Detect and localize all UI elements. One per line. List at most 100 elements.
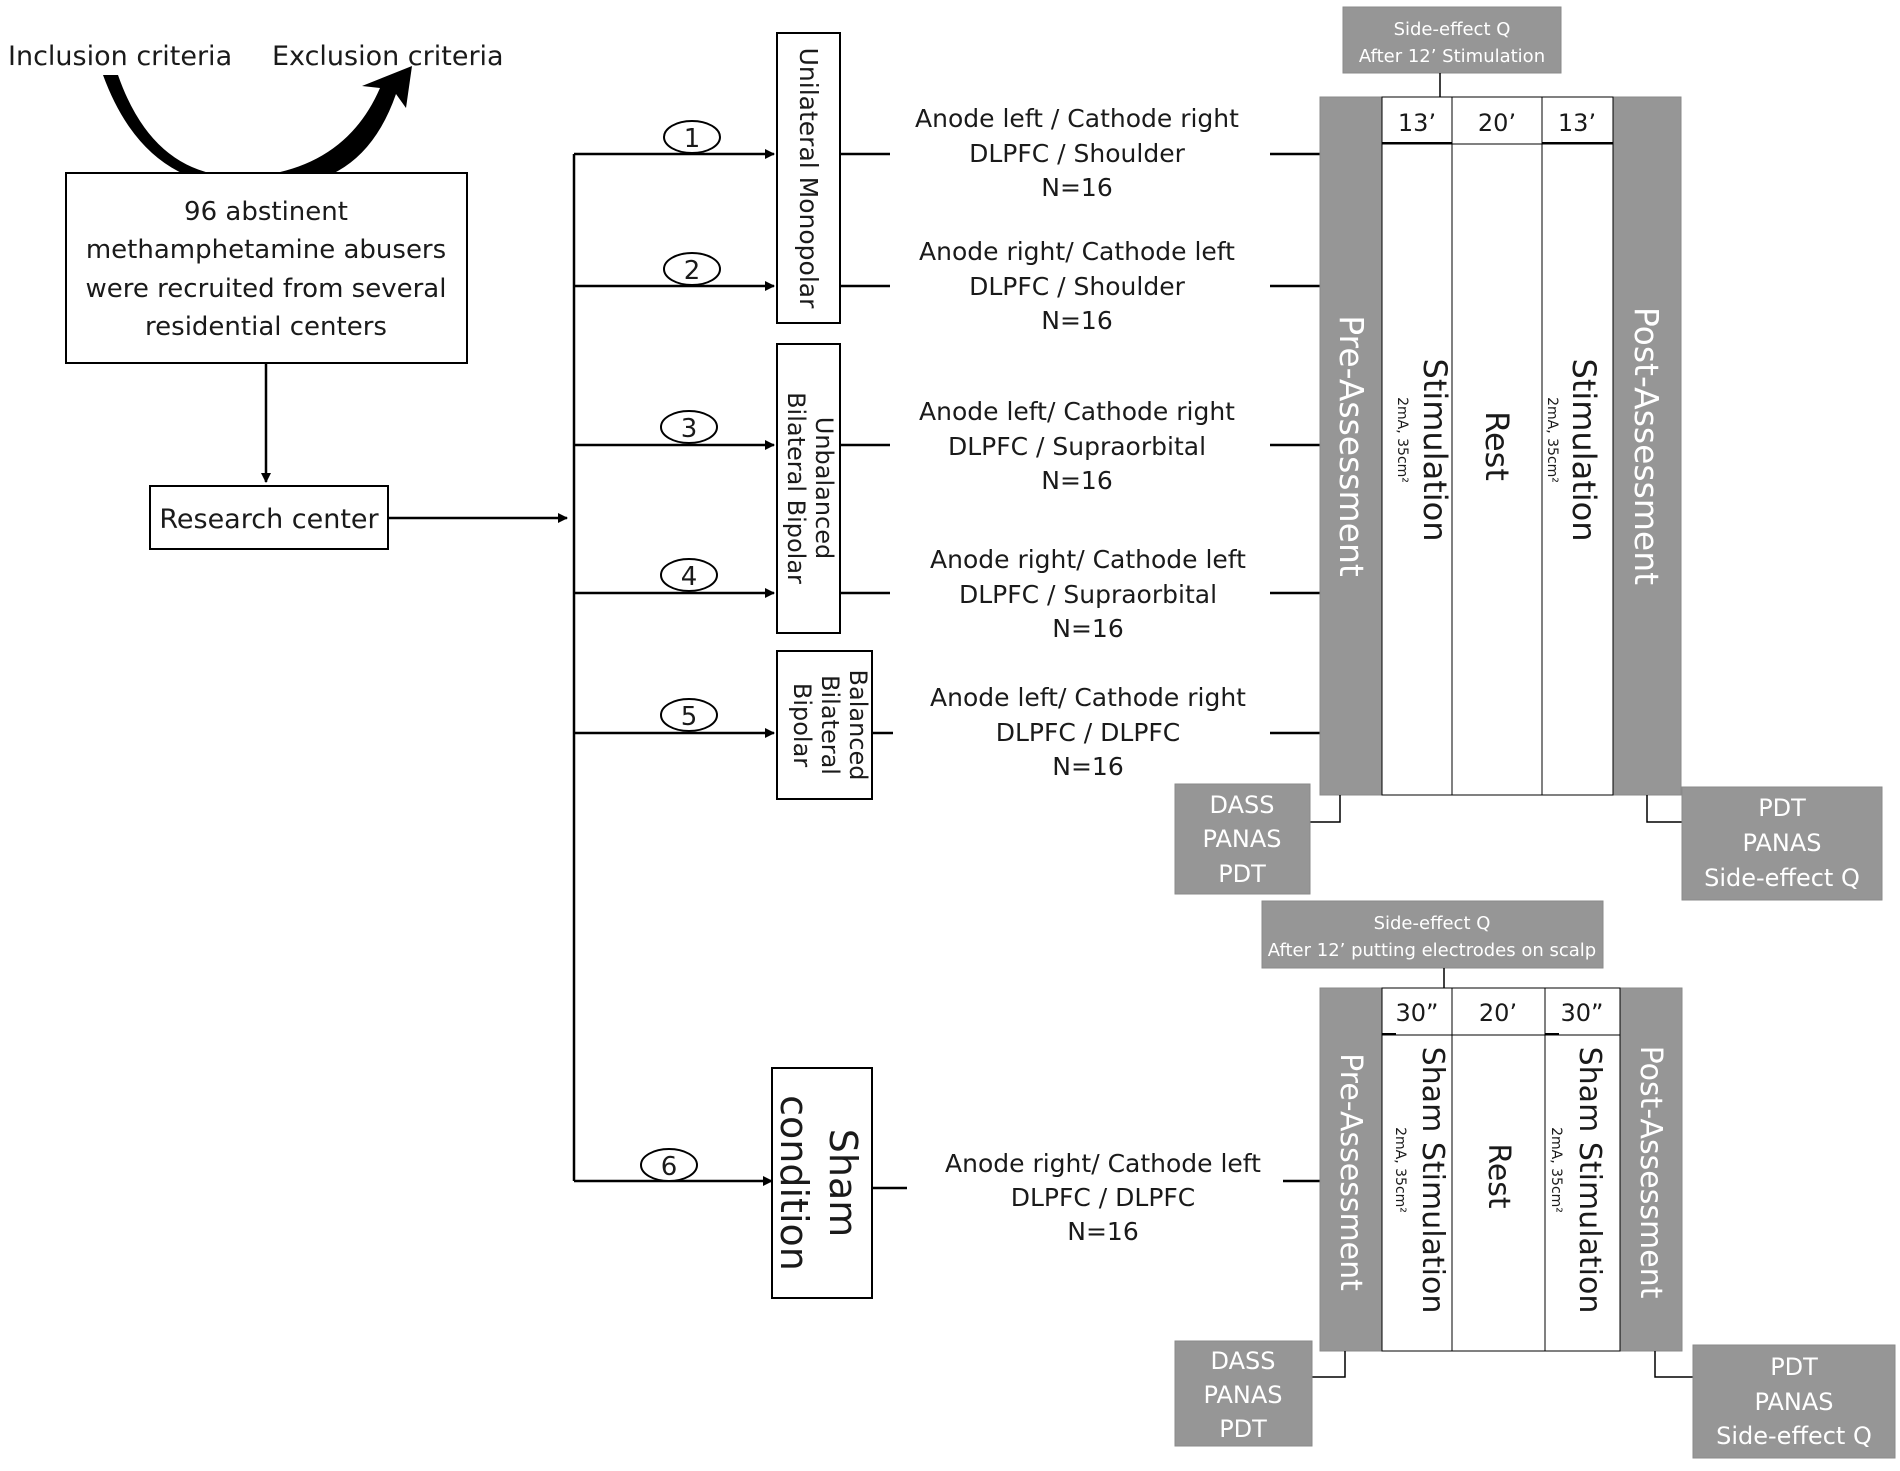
svg-text:20’: 20’ (1478, 109, 1516, 137)
svg-text:Side-effect Q: Side-effect Q (1394, 19, 1511, 40)
svg-text:Unilateral Monopolar: Unilateral Monopolar (794, 48, 823, 309)
svg-text:condition: condition (772, 1095, 816, 1271)
recruitment-line-1: 96 abstinent (184, 197, 348, 227)
active-side-effect-box: Side-effect Q After 12’ Stimulation (1342, 6, 1562, 74)
svg-text:2: 2 (684, 256, 701, 286)
svg-text:3: 3 (681, 414, 698, 444)
group-description-6: Anode right/ Cathode left DLPFC / DLPFC … (945, 1149, 1261, 1246)
svg-text:Anode right/ Cathode left: Anode right/ Cathode left (930, 545, 1246, 574)
svg-text:PANAS: PANAS (1743, 829, 1822, 857)
svg-text:PDT: PDT (1218, 860, 1266, 888)
svg-text:2mA, 35cm²: 2mA, 35cm² (1544, 397, 1560, 483)
svg-text:After 12’ Stimulation: After 12’ Stimulation (1359, 46, 1545, 67)
group-number-3: 3 (660, 410, 718, 444)
active-post-assessment-bar (1612, 96, 1682, 796)
svg-text:Rest: Rest (1478, 411, 1516, 481)
svg-text:13’: 13’ (1558, 109, 1596, 137)
svg-text:Sham: Sham (821, 1129, 865, 1238)
svg-text:DASS: DASS (1210, 791, 1275, 819)
research-center-box: Research center (149, 485, 389, 550)
svg-text:2mA, 35cm²: 2mA, 35cm² (1548, 1127, 1564, 1213)
active-pre-assessment-bar (1319, 96, 1383, 796)
svg-text:PDT: PDT (1219, 1415, 1267, 1443)
svg-text:Anode left/ Cathode right: Anode left/ Cathode right (930, 683, 1246, 712)
svg-text:N=16: N=16 (1067, 1217, 1138, 1246)
svg-text:Bilateral Bipolar: Bilateral Bipolar (782, 392, 810, 584)
svg-text:PANAS: PANAS (1204, 1381, 1283, 1409)
active-pre-assessment-label: Pre-Assessment (1332, 315, 1371, 577)
sham-stimulation-2 (1544, 1034, 1621, 1352)
sham-pre-measures-box: DASS PANAS PDT (1174, 1340, 1313, 1447)
active-duration-1 (1381, 96, 1453, 145)
svg-text:Side-effect Q: Side-effect Q (1716, 1422, 1872, 1450)
svg-text:20’: 20’ (1479, 999, 1517, 1027)
active-stimulation-2 (1541, 143, 1614, 796)
sham-duration-2 (1451, 987, 1546, 1036)
active-post-assessment-label: Post-Assessment (1627, 307, 1666, 585)
svg-text:30”: 30” (1396, 999, 1439, 1027)
svg-text:PDT: PDT (1770, 1353, 1818, 1381)
svg-text:4: 4 (681, 562, 698, 592)
svg-text:DLPFC / Supraorbital: DLPFC / Supraorbital (948, 432, 1206, 461)
svg-text:N=16: N=16 (1052, 614, 1123, 643)
svg-text:PDT: PDT (1758, 794, 1806, 822)
svg-text:After 12’ putting electrodes o: After 12’ putting electrodes on scalp (1268, 940, 1596, 961)
group-number-5: 5 (660, 698, 718, 732)
group-description-2: Anode right/ Cathode left DLPFC / Should… (919, 237, 1235, 335)
sham-pre-assessment-bar (1319, 987, 1383, 1352)
svg-text:Anode left/ Cathode right: Anode left/ Cathode right (919, 397, 1235, 426)
svg-text:30”: 30” (1561, 999, 1604, 1027)
active-stimulation-1 (1381, 143, 1453, 796)
svg-text:Anode right/ Cathode left: Anode right/ Cathode left (945, 1149, 1261, 1178)
group-number-6: 6 (640, 1148, 698, 1182)
svg-text:N=16: N=16 (1041, 306, 1112, 335)
svg-text:DLPFC / Supraorbital: DLPFC / Supraorbital (959, 580, 1217, 609)
inclusion-criteria-label: Inclusion criteria (8, 41, 232, 72)
recruitment-line-3: were recruited from several (86, 274, 447, 304)
group-description-3: Anode left/ Cathode right DLPFC / Suprao… (919, 397, 1235, 495)
svg-text:DLPFC / DLPFC: DLPFC / DLPFC (1011, 1183, 1196, 1212)
active-protocol: Side-effect Q After 12’ Stimulation Pre-… (1174, 6, 1883, 901)
svg-text:Balanced: Balanced (844, 670, 872, 781)
svg-text:Unbalanced: Unbalanced (810, 417, 838, 560)
sham-post-measures-box: PDT PANAS Side-effect Q (1692, 1344, 1896, 1459)
sham-rest (1451, 1034, 1546, 1352)
montage-box-sham-condition: Sham condition (771, 1067, 873, 1299)
svg-text:Sham Stimulation: Sham Stimulation (1572, 1047, 1607, 1314)
svg-text:N=16: N=16 (1041, 173, 1112, 202)
sham-post-assessment-label: Post-Assessment (1633, 1046, 1668, 1299)
group-description-4: Anode right/ Cathode left DLPFC / Suprao… (930, 545, 1246, 643)
sham-stimulation-1 (1381, 1034, 1453, 1352)
svg-text:DASS: DASS (1211, 1347, 1276, 1375)
recruitment-line-2: methamphetamine abusers (86, 235, 446, 265)
exclusion-criteria-label: Exclusion criteria (272, 41, 504, 72)
svg-text:Side-effect Q: Side-effect Q (1704, 864, 1860, 892)
svg-text:13’: 13’ (1398, 109, 1436, 137)
svg-text:Stimulation: Stimulation (1565, 359, 1603, 542)
svg-text:PANAS: PANAS (1203, 825, 1282, 853)
svg-text:5: 5 (681, 702, 698, 732)
recruitment-box: 96 abstinent methamphetamine abusers wer… (65, 172, 468, 364)
montage-box-unilateral-monopolar: Unilateral Monopolar (776, 32, 841, 324)
sham-duration-3 (1544, 987, 1621, 1036)
svg-text:Bilateral: Bilateral (816, 675, 844, 775)
sham-pre-assessment-label: Pre-Assessment (1333, 1053, 1368, 1291)
svg-text:Anode right/ Cathode left: Anode right/ Cathode left (919, 237, 1235, 266)
group-number-2: 2 (663, 252, 721, 286)
svg-text:N=16: N=16 (1041, 466, 1112, 495)
active-rest (1451, 143, 1543, 796)
svg-text:Rest: Rest (1481, 1143, 1516, 1209)
svg-text:DLPFC / Shoulder: DLPFC / Shoulder (969, 139, 1185, 168)
svg-text:Side-effect Q: Side-effect Q (1374, 913, 1491, 934)
svg-text:Bipolar: Bipolar (788, 683, 816, 767)
svg-text:1: 1 (684, 124, 701, 154)
criteria-curved-arrow (103, 66, 412, 187)
montage-box-balanced-bilateral-bipolar: Balanced Bilateral Bipolar (776, 650, 873, 800)
montage-box-unbalanced-bilateral-bipolar: Unbalanced Bilateral Bipolar (776, 343, 841, 634)
group-number-1: 1 (663, 120, 721, 154)
active-post-measures-box: PDT PANAS Side-effect Q (1681, 786, 1883, 901)
recruitment-line-4: residential centers (145, 312, 387, 342)
sham-post-assessment-bar (1619, 987, 1683, 1352)
sham-side-effect-box: Side-effect Q After 12’ putting electrod… (1261, 900, 1604, 969)
